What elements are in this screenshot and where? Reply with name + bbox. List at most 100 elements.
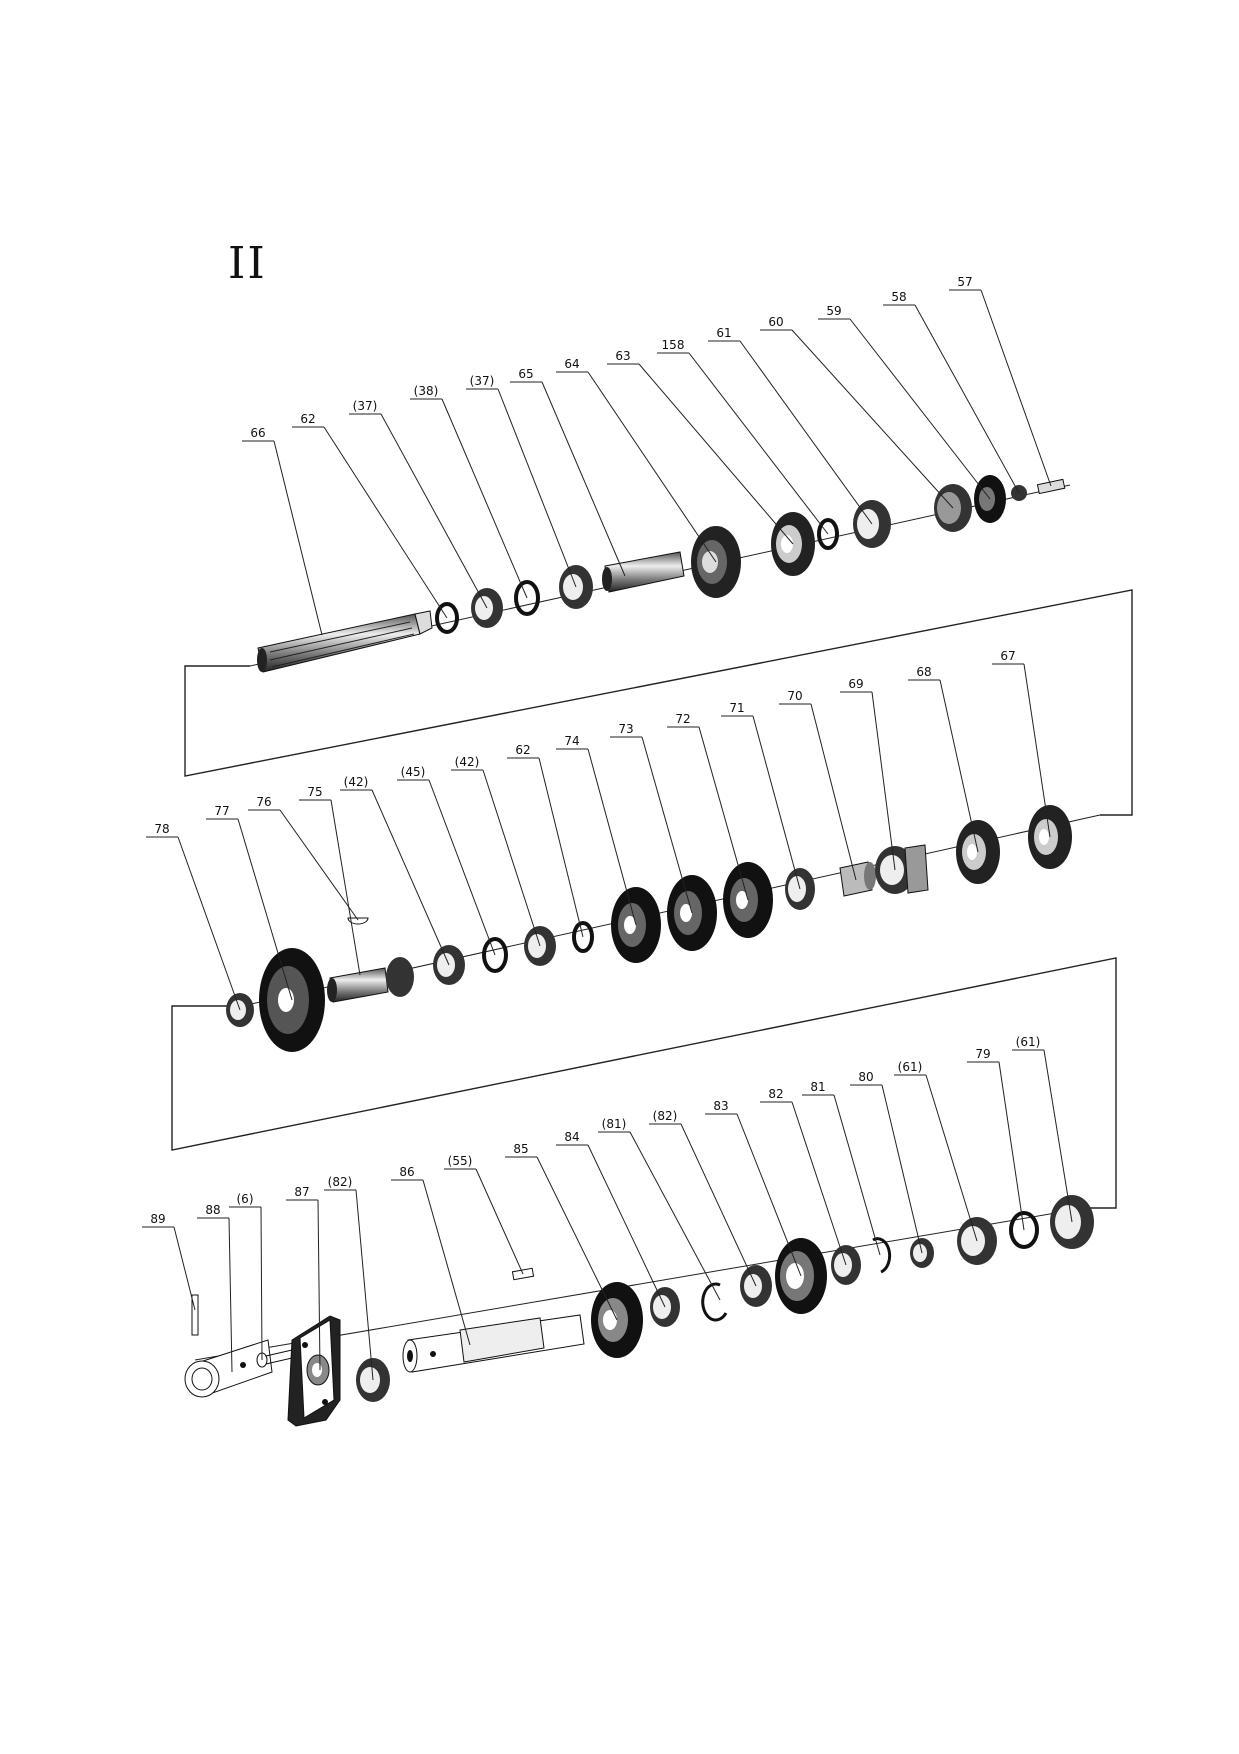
callout-label: (82) xyxy=(328,1175,353,1189)
callout-leader-line xyxy=(939,679,979,853)
callout-leader-line xyxy=(380,413,488,609)
needle-bearing-70 xyxy=(839,861,876,897)
assembly-frame-upper xyxy=(184,589,1133,816)
callout-leader-line xyxy=(641,736,693,914)
callout-leader-line xyxy=(541,381,626,577)
callout-label: 86 xyxy=(399,1165,414,1179)
callout-label: 68 xyxy=(916,665,931,679)
callout-label: 65 xyxy=(518,367,533,381)
callout-leader-line xyxy=(881,1084,923,1254)
callout-label: 59 xyxy=(826,304,841,318)
callout-label: (82) xyxy=(653,1109,678,1123)
callout-leader-line xyxy=(638,363,794,545)
callout-label: 74 xyxy=(564,734,579,748)
key-76 xyxy=(347,917,369,925)
callout-label: 84 xyxy=(564,1130,579,1144)
callout-leader-line xyxy=(482,769,541,947)
callout-label: 85 xyxy=(513,1142,528,1156)
callout-leader-line xyxy=(371,789,450,966)
callout-leader-line xyxy=(998,1061,1025,1231)
callout-leader-line xyxy=(698,726,749,901)
callout-label: 88 xyxy=(205,1203,220,1217)
cover-plate-87 xyxy=(287,1315,341,1427)
callout-label: 72 xyxy=(675,712,690,726)
callout-leader-line xyxy=(587,1144,666,1308)
shaft-66 xyxy=(257,610,433,673)
callout-label: 73 xyxy=(618,722,633,736)
callout-leader-line xyxy=(925,1074,978,1242)
pin-57 xyxy=(1036,478,1066,495)
callout-label: (37) xyxy=(353,399,378,413)
callout-label: 79 xyxy=(975,1047,990,1061)
callout-leader-line xyxy=(441,398,528,599)
callout-leader-line xyxy=(428,779,496,956)
shaft-65-row1 xyxy=(602,551,685,593)
callout-leader-line xyxy=(914,304,1020,494)
callout-label: (61) xyxy=(1016,1035,1041,1049)
callout-label: 158 xyxy=(662,338,685,352)
page-title: II xyxy=(228,238,267,289)
callout-label: 80 xyxy=(858,1070,873,1084)
pin-89 xyxy=(191,1294,199,1336)
callout-leader-line xyxy=(330,799,361,976)
callout-label: 62 xyxy=(515,743,530,757)
callout-leader-line xyxy=(736,1113,802,1277)
callout-leader-line xyxy=(355,1189,374,1381)
callout-label: 83 xyxy=(713,1099,728,1113)
callout-leader-line xyxy=(739,340,873,525)
callout-label: 62 xyxy=(300,412,315,426)
callout-leader-line xyxy=(228,1217,233,1373)
callout-leader-line xyxy=(497,388,577,588)
ring-45 xyxy=(482,937,508,973)
circlip-81b xyxy=(872,1237,892,1274)
callout-leader-line xyxy=(177,836,241,1011)
callout-leader-line xyxy=(422,1179,471,1346)
callout-label: 70 xyxy=(787,689,802,703)
callout-label: (42) xyxy=(455,755,480,769)
callout-label: (45) xyxy=(401,765,426,779)
callout-leader-line xyxy=(173,1226,196,1311)
callout-leader-line xyxy=(791,1101,847,1266)
callout-label: (55) xyxy=(448,1154,473,1168)
callout-label: 89 xyxy=(150,1212,165,1226)
callout-leader-line xyxy=(752,715,801,890)
callout-label: 67 xyxy=(1000,649,1015,663)
callout-label: 63 xyxy=(615,349,630,363)
assembly-frame-lower xyxy=(171,957,1117,1209)
callout-leader-line xyxy=(538,757,584,938)
callout-label: 61 xyxy=(716,326,731,340)
callout-label: (38) xyxy=(414,384,439,398)
callout-leader-line xyxy=(279,809,359,921)
ring-38 xyxy=(514,580,540,616)
shaft-88 xyxy=(184,1339,273,1398)
callout-label: 66 xyxy=(250,426,265,440)
callout-label: 57 xyxy=(957,275,972,289)
callout-leader-line xyxy=(260,1206,263,1361)
callout-leader-line xyxy=(587,748,637,926)
ring-62-row2 xyxy=(572,921,594,953)
sleeve-69 xyxy=(875,844,929,894)
ring-158 xyxy=(817,518,839,550)
callout-leader-line xyxy=(688,352,829,535)
callout-leader-line xyxy=(629,1131,721,1301)
shaft-axis-row3 xyxy=(194,1207,1086,1361)
callout-leader-line xyxy=(587,371,717,563)
callout-label: 78 xyxy=(154,822,169,836)
callout-leader-line xyxy=(871,691,896,871)
callout-label: 76 xyxy=(256,795,271,809)
callout-label: 60 xyxy=(768,315,783,329)
callout-label: (61) xyxy=(898,1060,923,1074)
callout-label: 82 xyxy=(768,1087,783,1101)
callout-leader-line xyxy=(237,818,293,1001)
callout-label: 64 xyxy=(564,357,579,371)
callout-label: 81 xyxy=(810,1080,825,1094)
callout-label: 77 xyxy=(214,804,229,818)
callout-label: 71 xyxy=(729,701,744,715)
callout-leader-line xyxy=(1043,1049,1073,1223)
callout-leader-line xyxy=(536,1156,618,1321)
callout-leader-line xyxy=(475,1168,524,1275)
callout-leader-line xyxy=(273,440,323,636)
callout-leader-line xyxy=(323,426,448,619)
shaft-86 xyxy=(402,1314,585,1373)
